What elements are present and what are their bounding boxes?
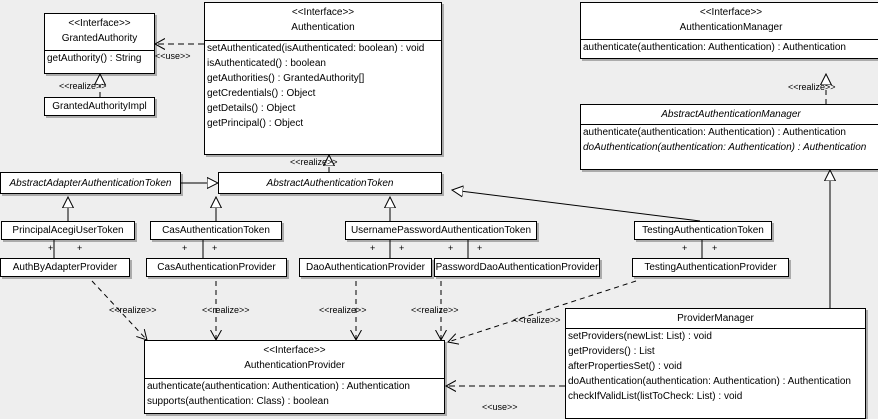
class-name: UsernamePasswordAuthenticationToken [350, 225, 532, 236]
association-visibility-marker: + [477, 243, 483, 253]
class-name: AuthenticationProvider [244, 360, 345, 371]
association-visibility-marker: + [448, 243, 454, 253]
operation: doAuthentication(authentication: Authent… [583, 142, 867, 153]
class-authentication-provider[interactable]: <<Interface>> AuthenticationProvider aut… [144, 340, 445, 414]
class-name: AuthByAdapterProvider [12, 262, 118, 273]
class-name: PasswordDaoAuthenticationProvider [435, 262, 599, 273]
operation: isAuthenticated() : boolean [207, 58, 326, 69]
class-password-dao-authentication-provider[interactable]: PasswordDaoAuthenticationProvider [434, 258, 600, 277]
class-testing-authentication-token[interactable]: TestingAuthenticationToken [634, 221, 772, 240]
class-testing-authentication-provider[interactable]: TestingAuthenticationProvider [632, 258, 789, 277]
class-name: AbstractAuthenticationToken [266, 177, 394, 189]
class-header: <<Interface>> Authentication [205, 3, 441, 40]
class-dao-authentication-provider[interactable]: DaoAuthenticationProvider [299, 258, 432, 277]
operations-compartment: getAuthority() : String [45, 50, 154, 66]
class-name: AbstractAuthenticationManager [661, 109, 801, 120]
edge-label-realize-abstract-auth-token: <<realize>> [290, 157, 338, 167]
operation: setAuthenticated(isAuthenticated: boolea… [207, 43, 425, 54]
operations-compartment: setProviders(newList: List) : void getPr… [566, 328, 865, 404]
association-visibility-marker: + [212, 243, 218, 253]
class-abstract-authentication-token[interactable]: AbstractAuthenticationToken [218, 172, 442, 194]
class-header: AbstractAuthenticationManager [581, 105, 878, 124]
operation: getAuthority() : String [47, 53, 142, 64]
class-header: <<Interface>> GrantedAuthority [45, 14, 154, 50]
class-principal-acegi-user-token[interactable]: PrincipalAcegiUserToken [1, 221, 135, 240]
class-header: <<Interface>> AuthenticationManager [581, 3, 878, 39]
operation: authenticate(authentication: Authenticat… [583, 127, 846, 138]
stereotype-label: <<Interface>> [263, 345, 326, 356]
edge-label-realize-testing-provider: <<realize>> [513, 315, 561, 325]
class-name: TestingAuthenticationProvider [644, 262, 777, 273]
class-name: GrantedAuthority [61, 33, 138, 44]
operation: getAuthorities() : GrantedAuthority[] [207, 73, 365, 84]
class-authentication[interactable]: <<Interface>> Authentication setAuthenti… [204, 2, 442, 155]
operation: authenticate(authentication: Authenticat… [583, 42, 846, 53]
class-provider-manager[interactable]: ProviderManager setProviders(newList: Li… [565, 308, 866, 419]
stereotype-label: <<Interface>> [68, 18, 131, 29]
class-name: ProviderManager [677, 313, 754, 324]
edge-label-realize-dao-provider: <<realize>> [319, 305, 367, 315]
class-granted-authority-impl[interactable]: GrantedAuthorityImpl [44, 97, 155, 116]
operations-compartment: authenticate(authentication: Authenticat… [145, 378, 444, 409]
edge-label-realize-cas-provider: <<realize>> [202, 305, 250, 315]
class-abstract-adapter-authentication-token[interactable]: AbstractAdapterAuthenticationToken [0, 172, 181, 194]
edge-label-realize-password-dao-provider: <<realize>> [411, 305, 459, 315]
operation: checkIfValidList(listToCheck: List) : vo… [568, 391, 743, 402]
class-granted-authority[interactable]: <<Interface>> GrantedAuthority getAuthor… [44, 13, 155, 74]
edge-label-use-provider-manager: <<use>> [482, 402, 518, 412]
operation: authenticate(authentication: Authenticat… [147, 381, 410, 392]
class-name: AbstractAdapterAuthenticationToken [9, 177, 172, 189]
association-visibility-marker: + [682, 243, 688, 253]
class-username-password-authentication-token[interactable]: UsernamePasswordAuthenticationToken [345, 221, 537, 240]
class-name: PrincipalAcegiUserToken [12, 225, 124, 236]
operation: getCredentials() : Object [207, 88, 316, 99]
class-abstract-authentication-manager[interactable]: AbstractAuthenticationManager authentica… [580, 104, 878, 170]
class-header: ProviderManager [566, 309, 865, 328]
stereotype-label: <<Interface>> [699, 7, 763, 18]
edge-label-realize-granted-authority-impl: <<realize>> [59, 81, 107, 91]
operation: doAuthentication(authentication: Authent… [568, 376, 851, 387]
operations-compartment: setAuthenticated(isAuthenticated: boolea… [205, 40, 441, 131]
class-name: CasAuthenticationProvider [157, 262, 276, 273]
class-name: TestingAuthenticationToken [642, 225, 764, 236]
association-visibility-marker: + [77, 243, 83, 253]
operations-compartment: authenticate(authentication: Authenticat… [581, 39, 878, 55]
association-visibility-marker: + [712, 243, 718, 253]
association-visibility-marker: + [48, 243, 54, 253]
association-visibility-marker: + [370, 243, 376, 253]
association-visibility-marker: + [399, 243, 405, 253]
class-auth-by-adapter-provider[interactable]: AuthByAdapterProvider [0, 258, 130, 277]
association-visibility-marker: + [182, 243, 188, 253]
operation: setProviders(newList: List) : void [568, 331, 712, 342]
class-cas-authentication-provider[interactable]: CasAuthenticationProvider [146, 258, 287, 277]
class-cas-authentication-token[interactable]: CasAuthenticationToken [150, 221, 282, 240]
operation: supports(authentication: Class) : boolea… [147, 396, 329, 407]
operations-compartment: authenticate(authentication: Authenticat… [581, 124, 878, 155]
class-name: CasAuthenticationToken [162, 225, 270, 236]
edge-label-realize-auth-by-adapter: <<realize>> [109, 305, 157, 315]
class-name: DaoAuthenticationProvider [306, 262, 425, 273]
class-name: AuthenticationManager [679, 22, 783, 33]
operation: getDetails() : Object [207, 103, 296, 114]
operation: getPrincipal() : Object [207, 118, 304, 129]
class-name: GrantedAuthorityImpl [52, 101, 147, 112]
class-name: Authentication [291, 22, 355, 33]
operation: getProviders() : List [568, 346, 655, 357]
class-authentication-manager[interactable]: <<Interface>> AuthenticationManager auth… [580, 2, 878, 59]
edge-label-use-granted-authority: <<use>> [155, 51, 191, 61]
stereotype-label: <<Interface>> [291, 7, 355, 18]
class-header: <<Interface>> AuthenticationProvider [145, 341, 444, 378]
operation: afterPropertiesSet() : void [568, 361, 682, 372]
edge-label-realize-abstract-auth-manager: <<realize>> [788, 82, 836, 92]
